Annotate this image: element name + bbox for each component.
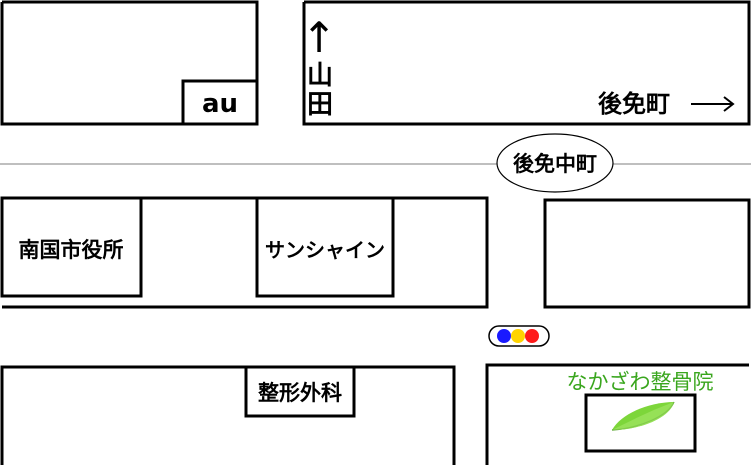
- block-top-right: [302, 0, 751, 126]
- north-arrow-icon: ↑: [301, 13, 336, 62]
- nakazawa-clinic-building: [584, 393, 697, 453]
- sunshine-label: サンシャイン: [265, 238, 385, 262]
- seikei-geka-building: [244, 365, 356, 418]
- gomen-naka-machi-station: [496, 133, 614, 193]
- block-bottom-right: [485, 363, 749, 465]
- traffic-light-icon: [488, 325, 550, 347]
- leaf-icon: [611, 401, 675, 431]
- east-arrow-icon: [691, 96, 735, 112]
- yamada-label-2: 田: [307, 90, 333, 120]
- au-building: [181, 79, 259, 126]
- block-bottom-left: [0, 365, 456, 465]
- sunshine-building: [255, 196, 395, 298]
- gomen-machi-label: 後免町: [598, 90, 670, 118]
- seikei-geka-label: 整形外科: [258, 381, 342, 405]
- au-label: au: [202, 89, 238, 119]
- gomen-naka-machi-label: 後免中町: [513, 152, 597, 176]
- yamada-label-1: 山: [307, 61, 333, 91]
- nankoku-city-office-label: 南国市役所: [19, 238, 124, 262]
- block-middle-right: [543, 198, 751, 309]
- nakazawa-clinic-label: なかざわ整骨院: [567, 370, 714, 394]
- nankoku-city-office-block: [0, 196, 143, 298]
